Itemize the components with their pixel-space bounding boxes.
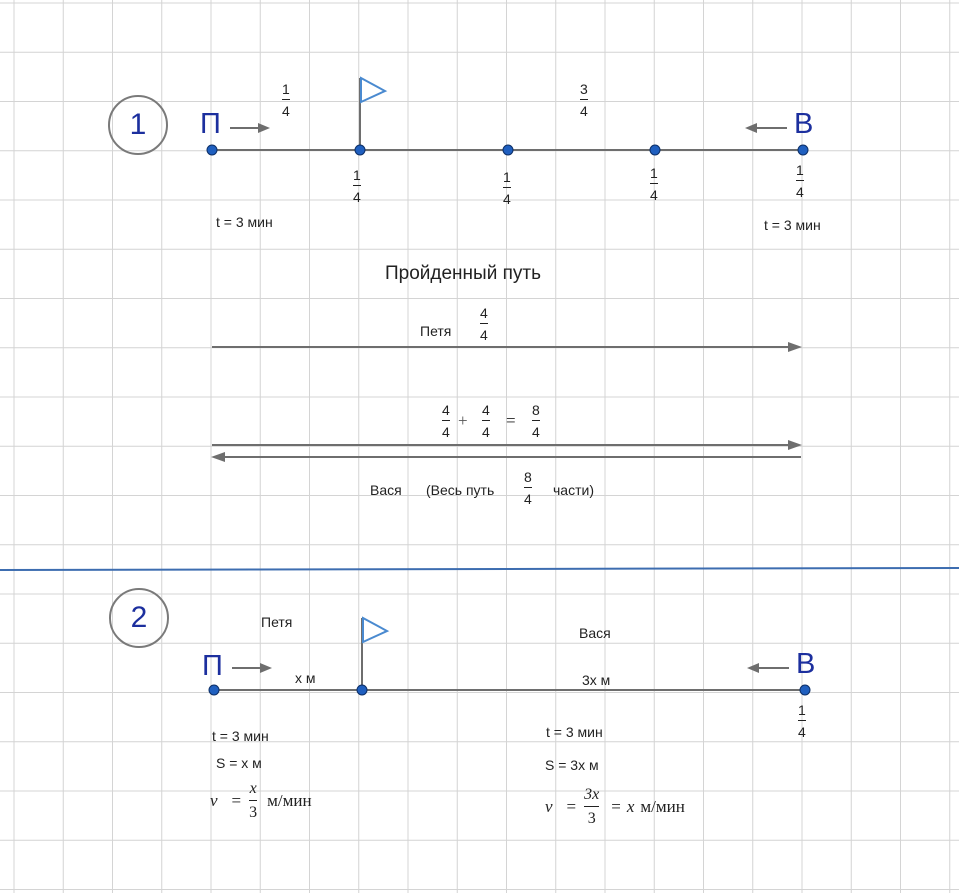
flag-icon-1 [360, 76, 388, 104]
fraction-num: x [249, 780, 257, 797]
fraction-num: 1 [798, 702, 806, 718]
point-3q-1 [649, 144, 661, 156]
time-right-1: t = 3 мин [764, 217, 821, 233]
fraction-num: 4 [482, 402, 490, 418]
section-number-2: 2 [109, 588, 169, 648]
fraction-den: 4 [442, 424, 450, 440]
vasya-path-arrow-back [211, 452, 801, 462]
point-mid-1 [502, 144, 514, 156]
speed-unit: м/мин [640, 797, 685, 816]
whole-path-suffix: части) [553, 482, 594, 498]
arrow-right-icon-2 [232, 663, 272, 673]
fraction-den: 4 [480, 327, 488, 343]
fraction-den: 3 [587, 810, 596, 827]
point-v-2 [799, 684, 811, 696]
start-letter-p-1: П [200, 108, 221, 140]
end-letter-v-2: В [796, 648, 816, 680]
speed-unit: м/мин [267, 791, 312, 810]
arrow-left-icon-2 [747, 663, 789, 673]
segment-left-length: х м [295, 670, 316, 686]
fraction-num: 1 [353, 167, 361, 183]
point-p-2 [208, 684, 220, 696]
fraction-den: 4 [524, 491, 532, 507]
fraction-den: 4 [796, 184, 804, 200]
vasya-eq-plus: + [458, 411, 468, 430]
petya-distance: S = x м [216, 755, 262, 771]
point-flag-2 [356, 684, 368, 696]
petya-path-arrow [212, 342, 802, 352]
segment-right-length: 3х м [582, 672, 611, 688]
vasya-eq-equals: = [506, 411, 516, 430]
fraction-num: 4 [480, 305, 488, 321]
start-letter-p-2: П [202, 650, 223, 682]
path-title: Пройденный путь [385, 263, 541, 284]
whole-path-prefix: (Весь путь [426, 482, 495, 498]
fraction-den: 4 [798, 724, 806, 740]
vasya-path-arrow-forward [212, 440, 802, 450]
fraction-den: 4 [353, 189, 361, 205]
arrow-left-icon-1 [745, 123, 787, 133]
fraction-den: 4 [650, 187, 658, 203]
speed-eq: = [566, 797, 577, 816]
section-number-2-text: 2 [130, 601, 148, 634]
fraction-den: 4 [532, 424, 540, 440]
time-left-1: t = 3 мин [216, 214, 273, 230]
end-letter-v-1: В [794, 108, 814, 140]
fraction-num: 8 [532, 402, 540, 418]
section-number-1-text: 1 [129, 108, 147, 141]
speed-eq: = [231, 791, 242, 810]
vasya-label-1: Вася [370, 482, 402, 498]
speed-v: v [545, 797, 553, 816]
fraction-num: 1 [503, 169, 511, 185]
vasya-label-2: Вася [579, 625, 611, 641]
petya-label-1: Петя [420, 323, 452, 339]
fraction-den: 3 [249, 804, 258, 821]
fraction-den: 4 [482, 424, 490, 440]
speed-v: v [210, 791, 218, 810]
fraction-num: 4 [442, 402, 450, 418]
fraction-num: 1 [796, 162, 804, 178]
fraction-num: 1 [650, 165, 658, 181]
petya-time: t = 3 мин [212, 728, 269, 744]
arrow-right-icon-1 [230, 123, 270, 133]
vasya-time: t = 3 мин [546, 724, 603, 740]
speed-x: x [626, 797, 635, 816]
fraction-num: 3 [580, 81, 588, 97]
point-v-1 [797, 144, 809, 156]
speed-eq2: = [611, 797, 621, 816]
point-flag-1 [354, 144, 366, 156]
petya-label-2: Петя [261, 614, 293, 630]
fraction-num: 1 [282, 81, 290, 97]
fraction-num: 3x [584, 786, 600, 803]
flag-icon-2 [362, 616, 390, 644]
fraction-den: 4 [580, 103, 588, 119]
fraction-den: 4 [503, 191, 511, 207]
point-p-1 [206, 144, 218, 156]
section-number-1: 1 [108, 95, 168, 155]
section-separator [0, 567, 959, 571]
fraction-num: 8 [524, 469, 532, 485]
fraction-den: 4 [282, 103, 290, 119]
vasya-distance: S = 3х м [545, 757, 599, 773]
